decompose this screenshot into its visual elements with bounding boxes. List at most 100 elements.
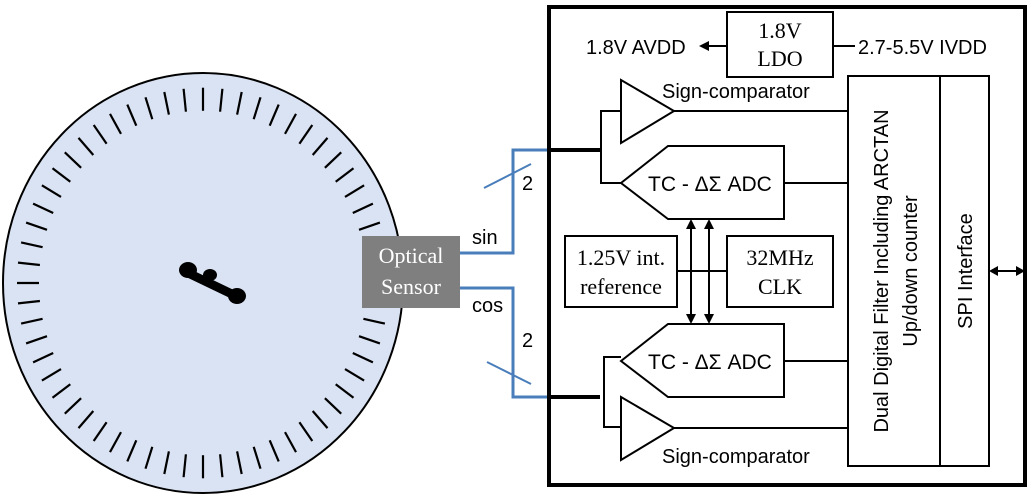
clock-label-line2: CLK — [758, 274, 802, 299]
reference-clock-links — [677, 224, 727, 319]
encoder-tick — [109, 431, 122, 453]
encoder-ticks — [17, 87, 389, 479]
reference-label-line2: reference — [580, 274, 662, 299]
encoder-tick — [20, 317, 43, 325]
optical-sensor: Optical Sensor — [362, 236, 460, 308]
encoder-tick — [324, 397, 342, 415]
chip-outline — [547, 5, 1027, 487]
optical-sensor-label-line2: Sensor — [381, 274, 442, 299]
encoder-tick — [41, 184, 62, 198]
bus-width-top: 2 — [522, 173, 533, 195]
reference-block: 1.25V int. reference — [564, 235, 678, 308]
encoder-tick — [41, 368, 62, 382]
encoder-tick — [268, 104, 280, 127]
encoder-tick — [163, 451, 170, 475]
cos-label: cos — [472, 295, 503, 317]
avdd-label: 1.8V AVDD — [586, 37, 686, 59]
encoder-tick — [284, 113, 297, 135]
encoder-tick — [352, 352, 374, 364]
cos-line — [460, 286, 549, 399]
filter-label-line2: Up/down counter — [900, 195, 922, 347]
encoder-tick — [311, 137, 329, 156]
optical-sensor-box — [362, 236, 460, 308]
clock-block: 32MHz CLK — [726, 235, 834, 308]
filter-label-line1: Dual Digital Filter Including ARCTAN — [871, 109, 893, 432]
encoder-tick — [163, 91, 170, 115]
encoder-tick — [284, 431, 297, 453]
power-section: 1.8V AVDD 1.8V LDO 2.7-5.5V IVDD — [586, 11, 987, 78]
spi-interface-block: SPI Interface — [939, 75, 990, 467]
encoder-tick — [25, 335, 48, 345]
ivdd-label: 2.7-5.5V IVDD — [858, 37, 987, 59]
adc-top: TC - ΔΣ ADC — [619, 145, 848, 220]
encoder-tick — [236, 451, 243, 475]
encoder-tick — [182, 454, 187, 478]
adc-bottom: TC - ΔΣ ADC — [619, 323, 848, 398]
spi-io-arrow-icon — [989, 266, 1025, 276]
encoder-tick — [219, 454, 224, 478]
encoder-tick — [358, 221, 381, 231]
adc-bottom-label: TC - ΔΣ ADC — [648, 351, 772, 374]
encoder-tick — [182, 88, 187, 112]
encoder-tick — [335, 383, 355, 399]
ldo-label-line2: LDO — [757, 46, 802, 71]
sin-label: sin — [472, 227, 498, 249]
encoder-tick — [51, 167, 71, 183]
encoder-tick — [144, 96, 154, 120]
encoder-tick — [352, 202, 374, 214]
encoder-tick — [252, 96, 262, 120]
encoder-tick — [298, 421, 314, 442]
reference-label-line1: 1.25V int. — [577, 245, 665, 270]
comparator-bottom: Sign-comparator — [620, 395, 848, 468]
encoder-tick — [92, 421, 108, 442]
double-arrow-heads — [686, 219, 714, 324]
ldo-box — [726, 11, 834, 78]
bus-width-bottom: 2 — [522, 330, 533, 352]
encoder-tick — [268, 439, 280, 462]
spi-label: SPI Interface — [955, 213, 977, 329]
encoder-tick — [32, 352, 54, 364]
encoder-tick — [298, 124, 314, 145]
encoder-tick — [25, 221, 48, 231]
clock-label-line1: 32MHz — [746, 245, 813, 270]
encoder-tick — [126, 104, 138, 127]
encoder-tick — [324, 151, 342, 169]
encoder-tick — [64, 397, 82, 415]
encoder-tick — [77, 410, 95, 429]
encoder-tick — [344, 368, 365, 382]
sin-line — [460, 148, 549, 255]
adc-top-label: TC - ΔΣ ADC — [648, 173, 772, 196]
encoder-tick — [32, 202, 54, 214]
encoder-tick — [144, 446, 154, 470]
bus-slash-top — [483, 163, 532, 189]
encoder-tick — [77, 137, 95, 156]
encoder-tick — [344, 184, 365, 198]
encoder-tick — [311, 410, 329, 429]
ldo-label-line1: 1.8V — [758, 18, 802, 43]
encoder-tick — [236, 91, 243, 115]
bus-slash-bottom — [486, 361, 532, 385]
comparator-top: Sign-comparator — [620, 78, 848, 145]
encoder-tick — [358, 335, 381, 345]
input-wiring — [549, 110, 621, 428]
encoder-tick — [252, 446, 262, 470]
encoder-tick — [126, 439, 138, 462]
encoder-tick — [92, 124, 108, 145]
encoder-tick — [17, 261, 41, 267]
encoder-disc-group — [2, 72, 404, 494]
encoder-tick — [20, 241, 43, 249]
comparator-top-label: Sign-comparator — [662, 81, 810, 103]
shaft-icon — [179, 262, 246, 304]
encoder-tick — [109, 113, 122, 135]
optical-sensor-label-line1: Optical — [379, 243, 444, 268]
encoder-tick — [219, 88, 224, 112]
encoder-tick — [363, 317, 386, 325]
encoder-tick — [64, 151, 82, 169]
encoder-tick — [51, 383, 71, 399]
encoder-tick — [17, 299, 41, 305]
encoder-tick — [335, 167, 355, 183]
signal-lines — [460, 148, 549, 399]
comparator-bottom-label: Sign-comparator — [662, 446, 810, 468]
digital-filter-block: Dual Digital Filter Including ARCTAN Up/… — [847, 75, 941, 467]
